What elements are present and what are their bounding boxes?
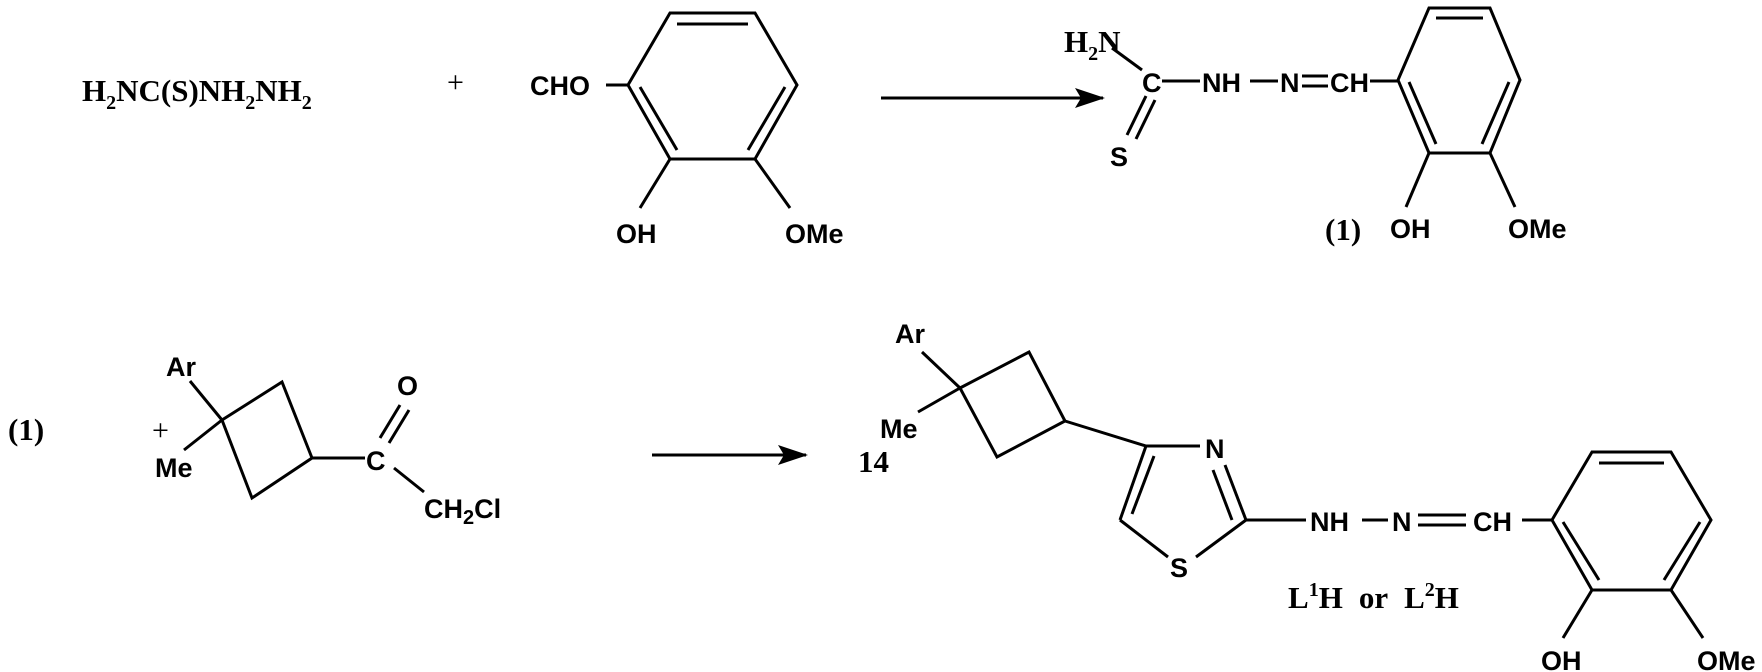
svg-text:N: N: [1280, 68, 1300, 98]
svg-text:C: C: [366, 446, 386, 476]
chloroacetyl-cyclobutane-structure: Ar Me C O CH2Cl: [155, 352, 501, 529]
svg-text:OH: OH: [1390, 214, 1431, 244]
svg-text:NH: NH: [1310, 507, 1349, 537]
svg-text:Me: Me: [155, 453, 193, 483]
svg-text:NH: NH: [1202, 68, 1241, 98]
plus-sign-2: +: [152, 414, 169, 447]
oh-label: OH: [616, 219, 657, 249]
svg-text:C: C: [1142, 68, 1162, 98]
cho-label: CHO: [530, 71, 590, 101]
svg-text:CH: CH: [1473, 507, 1512, 537]
ome-label: OMe: [785, 219, 844, 249]
svg-text:Ar: Ar: [166, 352, 196, 382]
svg-text:S: S: [1170, 553, 1188, 583]
svg-text:N: N: [1205, 434, 1225, 464]
svg-text:Ar: Ar: [895, 319, 925, 349]
reactant-ref-1: (1): [8, 412, 44, 447]
compound-number-14: 14: [858, 444, 889, 479]
thiosemicarbazone-product-1: H2N C NH N CH S OH OMe (1): [1064, 6, 1567, 247]
compound-number-1: (1): [1325, 212, 1361, 247]
svg-text:H2N: H2N: [1064, 24, 1121, 65]
svg-text:OH: OH: [1541, 646, 1582, 672]
thiosemicarbazide-formula: H2NC(S)NH2NH2: [82, 73, 312, 114]
svg-text:Me: Me: [880, 414, 918, 444]
svg-text:CH: CH: [1330, 68, 1369, 98]
thiazole-product-14: 14 Ar Me N S NH N CH OH OMe: [858, 319, 1756, 672]
svg-text:CH2Cl: CH2Cl: [424, 494, 501, 529]
o-vanillin-structure: CHO OH OMe: [530, 11, 844, 249]
svg-text:O: O: [397, 371, 418, 401]
svg-text:S: S: [1110, 142, 1128, 172]
plus-sign-1: +: [447, 66, 464, 99]
svg-text:OMe: OMe: [1508, 214, 1567, 244]
svg-text:OMe: OMe: [1697, 646, 1756, 672]
svg-text:N: N: [1392, 507, 1412, 537]
svg-text:H2NC(S)NH2NH2: H2NC(S)NH2NH2: [82, 73, 312, 114]
